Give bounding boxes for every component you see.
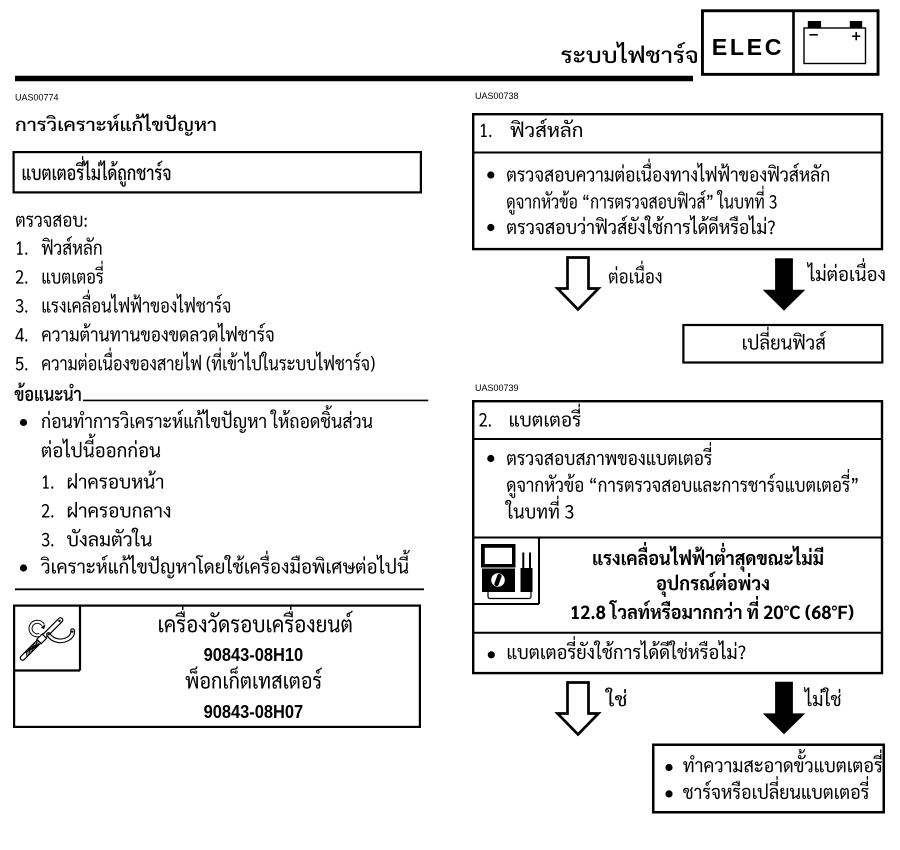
svg-text:UAS00739: UAS00739 (475, 383, 519, 393)
svg-text:UAS00738: UAS00738 (475, 91, 519, 101)
svg-text:90843-08H07: 90843-08H07 (204, 702, 304, 722)
svg-text:ELEC: ELEC (712, 34, 784, 60)
svg-text:90843-08H10: 90843-08H10 (204, 645, 304, 665)
svg-text:UAS00774: UAS00774 (15, 93, 59, 103)
